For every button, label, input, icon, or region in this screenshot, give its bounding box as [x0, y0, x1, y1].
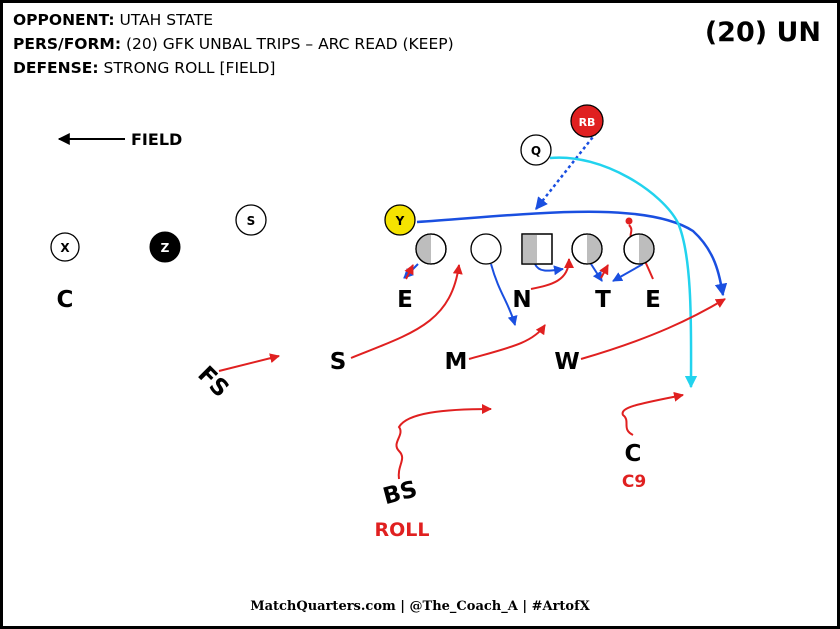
lineman-1-shade [416, 234, 431, 264]
personnel-label: PERS/FORM: [13, 35, 122, 53]
player-q-label: Q [531, 144, 541, 158]
lineman-2 [470, 233, 502, 265]
diagram-canvas: FIELD X Z S Y Q RB [50, 104, 728, 541]
y-route [416, 210, 728, 297]
opponent-value: UTAH STATE [119, 11, 214, 29]
defender-c-left: C [57, 287, 74, 313]
personnel-value: (20) GFK UNBAL TRIPS – ARC READ (KEEP) [125, 35, 454, 53]
lineman-1-outline [415, 233, 447, 265]
opponent-label: OPPONENT: [13, 11, 115, 29]
guard-block [490, 263, 518, 326]
defense-label: DEFENSE: [13, 59, 99, 77]
player-x-label: X [60, 241, 70, 255]
center-block [534, 263, 564, 276]
opponent-line: OPPONENT: UTAH STATE [13, 11, 213, 29]
player-rb-label: RB [579, 116, 596, 129]
center-square-outline [521, 233, 553, 265]
field-label: FIELD [131, 130, 182, 149]
s-path [350, 264, 463, 359]
defender-e-right: E [645, 287, 661, 313]
qb-keep-path [549, 156, 698, 389]
end-block [612, 263, 644, 282]
personnel-line: PERS/FORM: (20) GFK UNBAL TRIPS – ARC RE… [13, 35, 454, 53]
n-path [530, 258, 574, 290]
player-q [520, 134, 552, 166]
lineman-5-shade [639, 234, 654, 264]
defender-e-left: E [397, 287, 413, 313]
c9-note: C9 [622, 472, 646, 492]
defender-t: T [595, 287, 611, 313]
lineman-4-outline [571, 233, 603, 265]
bs-roll-path [395, 404, 492, 480]
c-right-path [621, 391, 684, 436]
defender-c-right: C [625, 441, 642, 467]
w-path [580, 298, 726, 360]
defense-line: DEFENSE: STRONG ROLL [FIELD] [13, 59, 275, 77]
formation-code: (20) UN [704, 17, 821, 48]
defender-n: N [512, 287, 531, 313]
roll-note: ROLL [375, 519, 430, 541]
defender-bs: BS [380, 476, 420, 510]
e-left-path [404, 264, 414, 280]
player-z [149, 231, 181, 263]
t-path [599, 264, 609, 279]
defense-value: STRONG ROLL [FIELD] [103, 59, 276, 77]
lineman-4-shade [587, 234, 602, 264]
tackle-block [590, 263, 603, 282]
footer-credits: MatchQuarters.com | @The_Coach_A | #Arto… [250, 599, 590, 614]
m-path [468, 324, 546, 360]
player-s-label: S [247, 214, 256, 228]
player-x [50, 232, 80, 262]
defender-fs: FS [192, 361, 233, 402]
defender-w: W [554, 349, 579, 375]
player-y [384, 204, 416, 236]
center-square-shade [522, 234, 537, 264]
player-z-label: Z [161, 241, 170, 255]
player-s [235, 204, 267, 236]
lineman-5-outline [623, 233, 655, 265]
rb-motion-path [535, 127, 601, 210]
defender-m: M [445, 349, 468, 375]
defender-s: S [330, 349, 347, 375]
fs-path [218, 353, 280, 372]
e-right-path-dot [625, 217, 633, 225]
player-y-label: Y [395, 214, 405, 228]
player-rb [570, 104, 604, 138]
